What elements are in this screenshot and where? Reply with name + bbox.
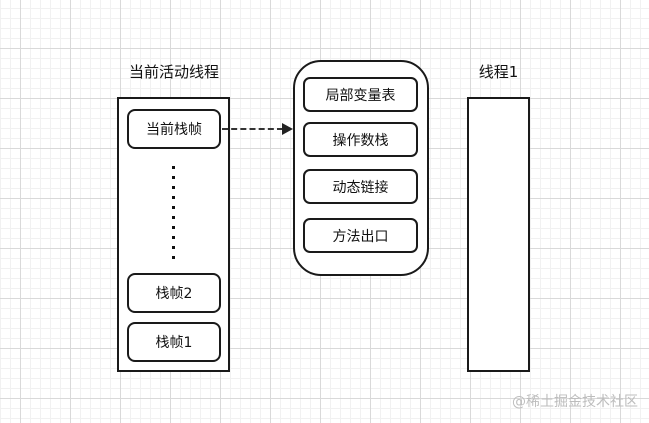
- frame1-node: 栈帧1: [127, 322, 221, 362]
- watermark-text: @稀土掘金技术社区: [512, 394, 638, 410]
- right-thread-stack-rect: [467, 97, 530, 372]
- frame2-node: 栈帧2: [127, 273, 221, 313]
- ellipsis-dots: [172, 166, 175, 260]
- left-thread-title: 当前活动线程: [128, 63, 219, 81]
- operand-stack-node: 操作数栈: [303, 122, 418, 157]
- local-variable-table-node: 局部变量表: [303, 77, 418, 112]
- dashed-arrow: [222, 128, 283, 130]
- method-exit-node: 方法出口: [303, 218, 418, 253]
- arrowhead-icon: [282, 123, 293, 135]
- right-thread-title: 线程1: [478, 63, 519, 81]
- current-frame-node: 当前栈帧: [127, 109, 221, 149]
- dynamic-link-node: 动态链接: [303, 169, 418, 204]
